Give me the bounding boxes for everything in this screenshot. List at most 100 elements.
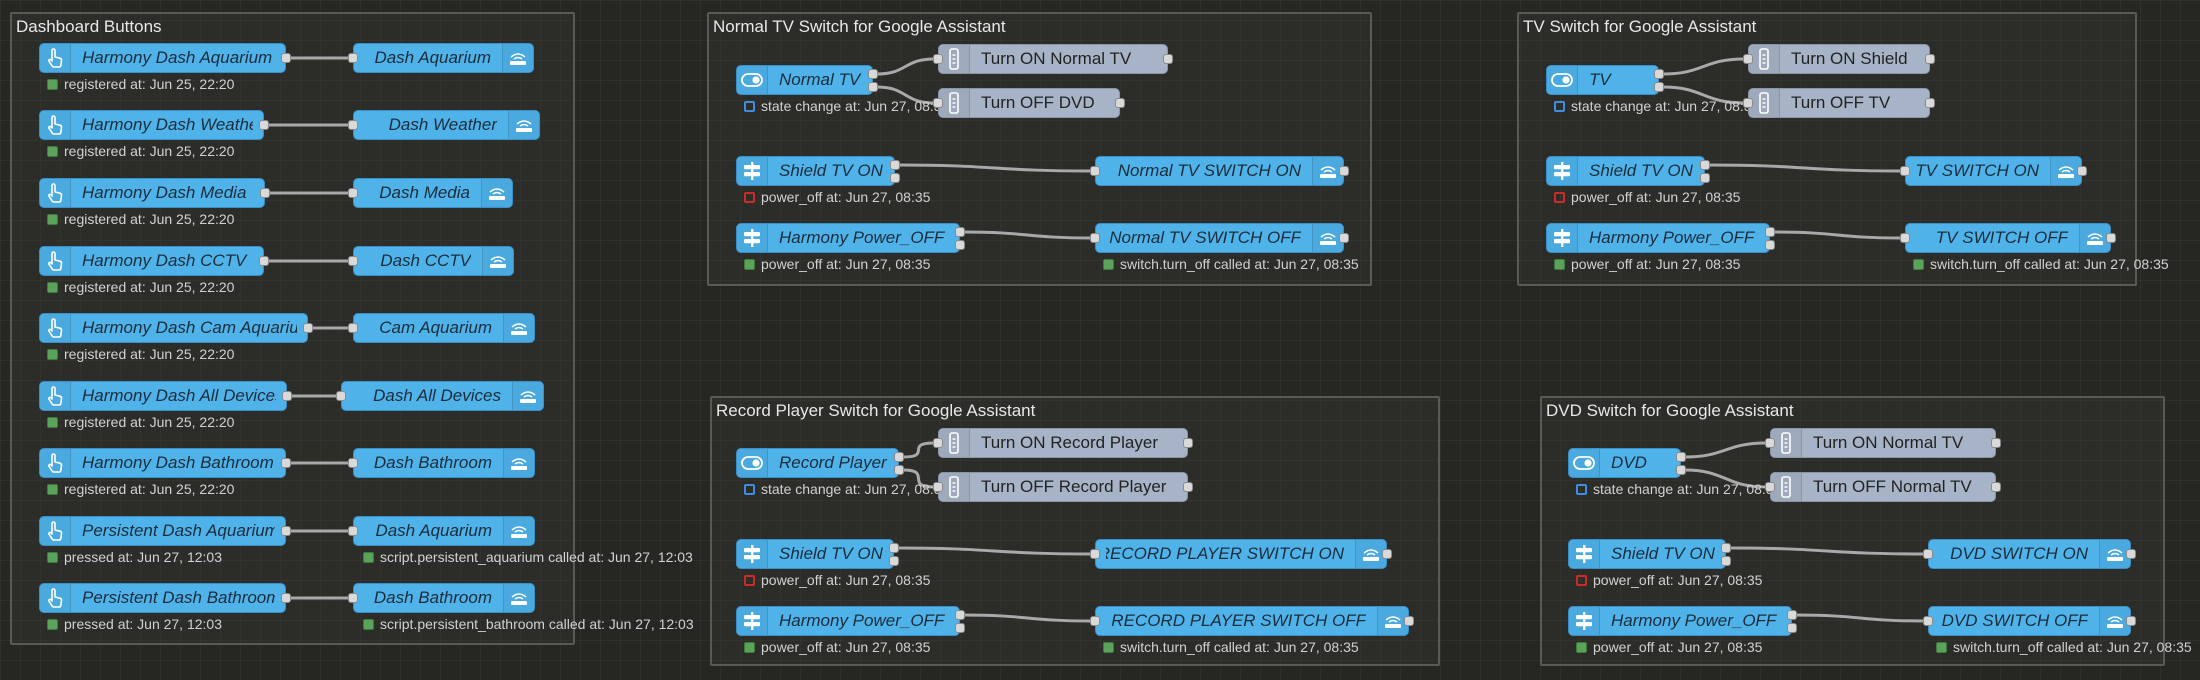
- output-port[interactable]: [1765, 240, 1775, 250]
- input-port[interactable]: [348, 256, 358, 266]
- input-port[interactable]: [1090, 233, 1100, 243]
- input-port[interactable]: [1923, 616, 1933, 626]
- input-port[interactable]: [1900, 233, 1910, 243]
- node-r1a[interactable]: Turn ON Record Player: [933, 428, 1193, 458]
- output-port[interactable]: [1404, 616, 1414, 626]
- output-port[interactable]: [1183, 482, 1193, 492]
- output-port[interactable]: [955, 623, 965, 633]
- output-port[interactable]: [259, 120, 269, 130]
- node-t1b[interactable]: Turn OFF TV: [1743, 88, 1935, 118]
- input-port[interactable]: [348, 458, 358, 468]
- output-port[interactable]: [281, 458, 291, 468]
- node-d8o[interactable]: Dash Aquarium: [348, 516, 535, 546]
- node-d7o[interactable]: Dash Bathroom: [348, 448, 535, 478]
- node-d4o[interactable]: Dash CCTV: [348, 246, 514, 276]
- input-port[interactable]: [1765, 438, 1775, 448]
- input-port[interactable]: [933, 54, 943, 64]
- output-port[interactable]: [955, 240, 965, 250]
- output-port[interactable]: [1183, 438, 1193, 448]
- node-d2o[interactable]: Dash Weather: [348, 110, 540, 140]
- output-port[interactable]: [890, 173, 900, 183]
- input-port[interactable]: [348, 120, 358, 130]
- output-port[interactable]: [1115, 98, 1125, 108]
- node-d9[interactable]: Persistent Dash Bathroom: [39, 583, 291, 613]
- node-d5[interactable]: Harmony Dash Cam Aquarium: [39, 313, 313, 343]
- output-port[interactable]: [1339, 233, 1349, 243]
- output-port[interactable]: [1700, 160, 1710, 170]
- output-port[interactable]: [894, 452, 904, 462]
- node-n2o[interactable]: Normal TV SWITCH ON: [1090, 156, 1349, 186]
- node-v1b[interactable]: Turn OFF Normal TV: [1765, 472, 2001, 502]
- node-d2[interactable]: Harmony Dash Weather: [39, 110, 269, 140]
- output-port[interactable]: [955, 227, 965, 237]
- node-t2[interactable]: Shield TV ON: [1546, 156, 1710, 186]
- input-port[interactable]: [933, 98, 943, 108]
- node-d9o[interactable]: Dash Bathroom: [348, 583, 535, 613]
- input-port[interactable]: [336, 391, 346, 401]
- output-port[interactable]: [1721, 556, 1731, 566]
- node-r1[interactable]: Record Player: [736, 448, 904, 478]
- input-port[interactable]: [1743, 54, 1753, 64]
- node-v3o[interactable]: DVD SWITCH OFF: [1923, 606, 2136, 636]
- node-t2o[interactable]: TV SWITCH ON: [1900, 156, 2087, 186]
- node-d6o[interactable]: Dash All Devices: [336, 381, 544, 411]
- output-port[interactable]: [282, 391, 292, 401]
- input-port[interactable]: [1090, 549, 1100, 559]
- output-port[interactable]: [1765, 227, 1775, 237]
- node-d8[interactable]: Persistent Dash Aquarium: [39, 516, 291, 546]
- input-port[interactable]: [348, 526, 358, 536]
- node-r3[interactable]: Harmony Power_OFF: [736, 606, 965, 636]
- output-port[interactable]: [281, 53, 291, 63]
- node-d7[interactable]: Harmony Dash Bathroom: [39, 448, 291, 478]
- output-port[interactable]: [2126, 616, 2136, 626]
- node-r1b[interactable]: Turn OFF Record Player: [933, 472, 1193, 502]
- output-port[interactable]: [1654, 82, 1664, 92]
- node-d4[interactable]: Harmony Dash CCTV: [39, 246, 269, 276]
- input-port[interactable]: [1765, 482, 1775, 492]
- node-t3o[interactable]: TV SWITCH OFF: [1900, 223, 2116, 253]
- input-port[interactable]: [1900, 166, 1910, 176]
- node-n1a[interactable]: Turn ON Normal TV: [933, 44, 1173, 74]
- node-n2[interactable]: Shield TV ON: [736, 156, 900, 186]
- output-port[interactable]: [1676, 465, 1686, 475]
- node-d1[interactable]: Harmony Dash Aquarium: [39, 43, 291, 73]
- node-d3o[interactable]: Dash Media: [348, 178, 513, 208]
- output-port[interactable]: [1721, 543, 1731, 553]
- output-port[interactable]: [889, 543, 899, 553]
- output-port[interactable]: [868, 69, 878, 79]
- output-port[interactable]: [303, 323, 313, 333]
- input-port[interactable]: [1923, 549, 1933, 559]
- output-port[interactable]: [281, 526, 291, 536]
- node-r3o[interactable]: RECORD PLAYER SWITCH OFF: [1090, 606, 1414, 636]
- output-port[interactable]: [868, 82, 878, 92]
- output-port[interactable]: [1787, 623, 1797, 633]
- node-d6[interactable]: Harmony Dash All Devices: [39, 381, 292, 411]
- node-t3[interactable]: Harmony Power_OFF: [1546, 223, 1775, 253]
- input-port[interactable]: [348, 593, 358, 603]
- input-port[interactable]: [933, 438, 943, 448]
- node-n1[interactable]: Normal TV: [736, 65, 878, 95]
- output-port[interactable]: [1991, 438, 2001, 448]
- output-port[interactable]: [1787, 610, 1797, 620]
- output-port[interactable]: [1700, 173, 1710, 183]
- output-port[interactable]: [1163, 54, 1173, 64]
- output-port[interactable]: [890, 160, 900, 170]
- output-port[interactable]: [894, 465, 904, 475]
- node-t1[interactable]: TV: [1546, 65, 1664, 95]
- node-d1o[interactable]: Dash Aquarium: [348, 43, 534, 73]
- output-port[interactable]: [1654, 69, 1664, 79]
- input-port[interactable]: [348, 188, 358, 198]
- node-n1b[interactable]: Turn OFF DVD: [933, 88, 1125, 118]
- node-v1a[interactable]: Turn ON Normal TV: [1765, 428, 2001, 458]
- output-port[interactable]: [260, 188, 270, 198]
- input-port[interactable]: [933, 482, 943, 492]
- node-v2o[interactable]: DVD SWITCH ON: [1923, 539, 2136, 569]
- output-port[interactable]: [1925, 98, 1935, 108]
- output-port[interactable]: [955, 610, 965, 620]
- input-port[interactable]: [1090, 166, 1100, 176]
- output-port[interactable]: [2077, 166, 2087, 176]
- output-port[interactable]: [889, 556, 899, 566]
- output-port[interactable]: [1991, 482, 2001, 492]
- node-v1[interactable]: DVD: [1568, 448, 1686, 478]
